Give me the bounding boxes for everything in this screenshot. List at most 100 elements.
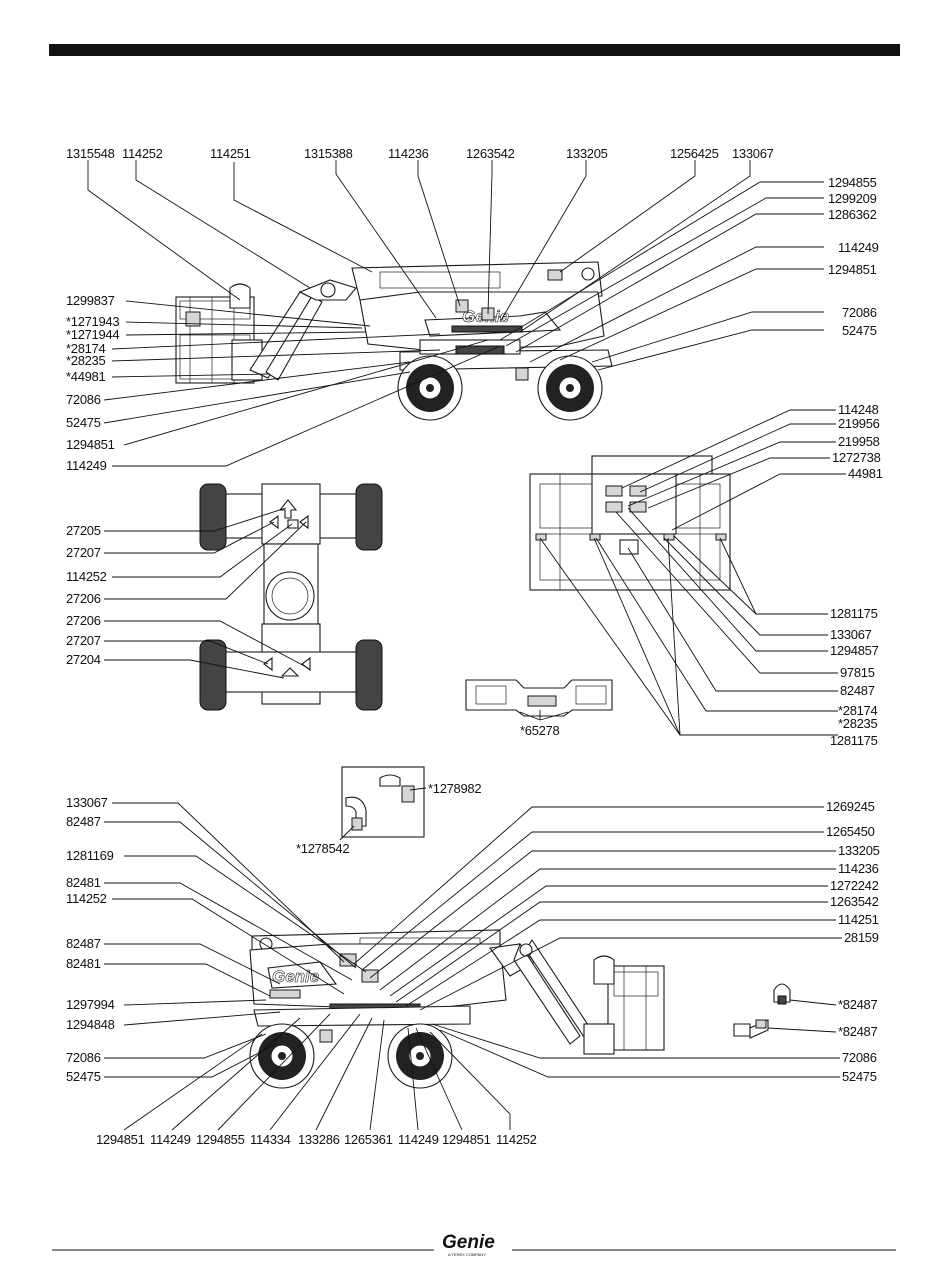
part-number: 114251 (210, 146, 251, 161)
part-number: 114236 (838, 861, 879, 876)
part-number: *82487 (838, 1024, 877, 1039)
part-number: 82487 (840, 683, 875, 698)
part-number: 1315548 (66, 146, 115, 161)
part-number: *44981 (66, 369, 105, 384)
part-number: 1265361 (344, 1132, 393, 1147)
part-number: 133205 (566, 146, 608, 161)
part-number: 1294851 (96, 1132, 145, 1147)
part-number: 52475 (66, 1069, 101, 1084)
part-number: 28159 (844, 930, 879, 945)
part-number: 72086 (66, 392, 101, 407)
part-number: 82481 (66, 956, 101, 971)
part-number: 133067 (66, 795, 108, 810)
part-number: 27205 (66, 523, 101, 538)
part-number: 52475 (842, 323, 877, 338)
part-number: 1281175 (830, 733, 878, 748)
part-number: 1299837 (66, 293, 115, 308)
part-number: 1286362 (828, 207, 877, 222)
chassis-top-view (199, 483, 383, 711)
part-number: 82481 (66, 875, 101, 890)
part-number: 1294848 (66, 1017, 115, 1032)
part-number: 1272242 (830, 878, 879, 893)
inset-view: *1278982 *1278542 (296, 766, 482, 856)
platform-part-numbers: 114248 219956 219958 1272738 44981 12811… (830, 402, 883, 748)
part-number: 1294857 (830, 643, 879, 658)
part-number: 1294855 (828, 175, 877, 190)
part-number: *28235 (66, 353, 105, 368)
genie-decal-bottom: Genie (272, 967, 319, 986)
chassis-leader-lines (104, 507, 309, 679)
part-number: 82487 (66, 814, 101, 829)
part-number: 44981 (848, 466, 883, 481)
part-number: 114252 (122, 146, 163, 161)
part-number: *82487 (838, 997, 877, 1012)
counterweight-view: *65278 (465, 679, 613, 738)
part-number: *1278982 (428, 781, 481, 796)
footer: Genie A TEREX COMPANY (52, 1232, 896, 1257)
part-number: 52475 (842, 1069, 877, 1084)
part-number: 1265450 (826, 824, 875, 839)
part-number: 133067 (732, 146, 774, 161)
part-number: 72086 (66, 1050, 101, 1065)
machine-side-view-top: Genie (175, 261, 613, 421)
part-number: 27206 (66, 591, 101, 606)
part-number: 97815 (840, 665, 875, 680)
part-number: 1263542 (466, 146, 515, 161)
part-number: 1299209 (828, 191, 877, 206)
part-number: *28174 (66, 341, 105, 356)
part-number: 1269245 (826, 799, 875, 814)
bottom-view-leader-lines (104, 802, 842, 1131)
part-number: 72086 (842, 305, 877, 320)
part-number: *28174 (838, 703, 877, 718)
part-number: 114249 (150, 1132, 191, 1147)
part-number: 114334 (250, 1132, 291, 1147)
bottom-view-part-numbers: 133067 82487 1281169 82481 114252 82487 … (66, 795, 880, 1147)
part-number: 27207 (66, 545, 101, 560)
part-number: 1297994 (66, 997, 115, 1012)
part-number: *1271943 (66, 314, 119, 329)
part-number: 1281175 (830, 606, 878, 621)
part-number: 114248 (838, 402, 879, 417)
part-number: 114252 (66, 891, 107, 906)
part-number: 1294851 (828, 262, 877, 277)
part-number: 114252 (66, 569, 107, 584)
handle-decal-views (733, 983, 791, 1039)
top-view-part-numbers: 1315548 114252 114251 1315388 114236 126… (66, 146, 879, 473)
part-number: 219956 (838, 416, 880, 431)
platform-leader-lines (539, 409, 846, 736)
part-number: 1294851 (66, 437, 115, 452)
part-number: *65278 (520, 723, 559, 738)
part-number: 1263542 (830, 894, 879, 909)
part-number: 133205 (838, 843, 880, 858)
part-number: 1256425 (670, 146, 719, 161)
footer-logo: Genie (442, 1232, 495, 1253)
part-number: 114236 (388, 146, 429, 161)
part-number: *1278542 (296, 841, 349, 856)
part-number: 114252 (496, 1132, 537, 1147)
part-number: 114251 (838, 912, 879, 927)
machine-side-view-bottom: Genie (249, 929, 665, 1089)
part-number: 27207 (66, 633, 101, 648)
part-number: 82487 (66, 936, 101, 951)
part-number: *28235 (838, 716, 877, 731)
part-number: 1272738 (832, 450, 881, 465)
part-number: 114249 (838, 240, 879, 255)
header-rule (49, 44, 900, 56)
part-number: *1271944 (66, 327, 119, 342)
chassis-part-numbers: 27205 27207 114252 27206 27206 27207 272… (66, 523, 107, 667)
part-number: 27204 (66, 652, 101, 667)
part-number: 27206 (66, 613, 101, 628)
part-number: 1294851 (442, 1132, 491, 1147)
top-view-leader-lines (87, 160, 824, 467)
part-number: 133067 (830, 627, 872, 642)
part-number: 52475 (66, 415, 101, 430)
part-number: 114249 (66, 458, 107, 473)
part-number: 1315388 (304, 146, 353, 161)
part-number: 114249 (398, 1132, 439, 1147)
part-number: 72086 (842, 1050, 877, 1065)
part-number: 219958 (838, 434, 880, 449)
part-number: 1294855 (196, 1132, 245, 1147)
part-number: 133286 (298, 1132, 340, 1147)
